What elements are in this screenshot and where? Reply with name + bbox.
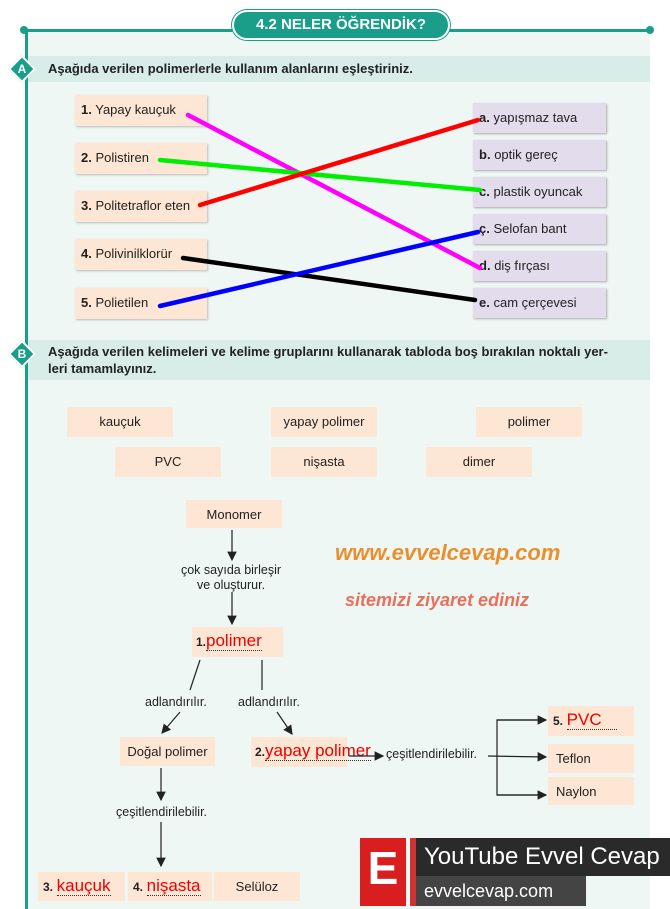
answer-box-5[interactable]: 5. PVC [548, 706, 634, 736]
match-line-1-d [185, 112, 483, 271]
logo-site[interactable]: evvelcevap.com [410, 876, 586, 906]
naylon-box: Naylon [548, 777, 634, 805]
word-chip: kauçuk [67, 407, 173, 437]
match-line-5-c-cedilla [157, 229, 481, 309]
usage-item[interactable]: a. yapışmaz tava [473, 103, 606, 133]
named-text-left: adlandırılır. [145, 695, 207, 709]
teflon-box: Teflon [548, 744, 634, 773]
word-chip: nişasta [271, 447, 377, 477]
polymer-item[interactable]: 4. Polivinilklorür [75, 239, 207, 270]
seluloz-box: Selüloz [214, 872, 300, 901]
polymer-item[interactable]: 5. Polietilen [75, 288, 207, 319]
word-chip: PVC [115, 447, 221, 477]
usage-item[interactable]: b. optik gereç [473, 140, 606, 170]
answer-box-4[interactable]: 4. nişasta [128, 872, 212, 901]
section-a-instruction: Aşağıda verilen polimerlerle kullanım al… [28, 56, 650, 82]
watermark: sitemizi ziyaret ediniz [345, 590, 530, 610]
answer-box-3[interactable]: 3. kauçuk [38, 872, 125, 901]
usage-item[interactable]: c. plastik oyuncak [473, 177, 606, 207]
arrow [161, 711, 181, 734]
answer-box-2[interactable]: 2.yapay polimer [251, 737, 371, 767]
arrow [276, 711, 293, 735]
section-b-instruction: Aşağıda verilen kelimeleri ve kelime gru… [28, 340, 650, 380]
polymer-item[interactable]: 1. Yapay kauçuk [75, 95, 207, 126]
match-line-4-e [180, 255, 478, 303]
polymer-item[interactable]: 3. Politetraflor eten [75, 191, 207, 222]
match-line-3-a [197, 117, 481, 208]
natural-polymer-box: Doğal polimer [120, 737, 215, 766]
usage-item[interactable]: ç. Selofan bant [473, 214, 606, 244]
answer-box-1[interactable]: 1.polimer [192, 627, 283, 657]
word-chip: yapay polimer [271, 407, 377, 437]
polymer-item[interactable]: 2. Polistiren [75, 143, 207, 174]
named-text-right: adlandırılır. [238, 695, 300, 709]
logo-e: E [360, 838, 406, 906]
watermark: www.evvelcevap.com [335, 540, 561, 565]
rule-dot [646, 26, 654, 34]
word-chip: polimer [476, 407, 582, 437]
usage-item[interactable]: d. diş fırçası [473, 251, 606, 281]
arrow [189, 659, 201, 691]
monomer-box: Monomer [186, 500, 282, 528]
word-chip: dimer [426, 447, 532, 477]
match-line-2-c [157, 157, 483, 193]
usage-item[interactable]: e. cam çerçevesi [473, 288, 606, 318]
page-title: 4.2 NELER ÖĞRENDİK? [232, 10, 450, 40]
arrow [487, 752, 548, 762]
rule-dot [20, 26, 28, 34]
bracket [496, 719, 546, 796]
varies-text-right: çeşitlendirilebilir. [386, 747, 478, 761]
logo-title: YouTube Evvel Cevap [410, 838, 670, 876]
varies-text-left: çeşitlendirilebilir. [116, 805, 208, 819]
